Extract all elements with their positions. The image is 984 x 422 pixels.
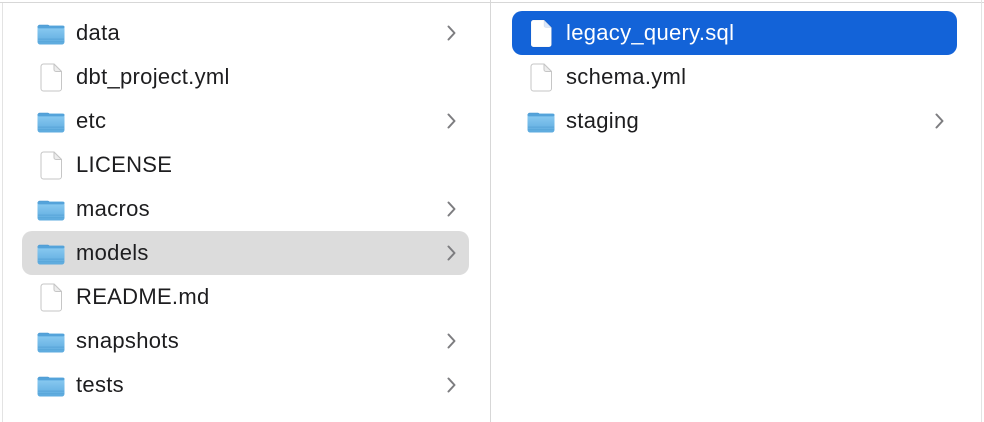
chevron-right-icon — [446, 24, 457, 42]
folder-icon — [36, 105, 66, 137]
document-icon — [36, 149, 66, 181]
folder-row-etc[interactable]: etc — [22, 99, 469, 143]
item-label: models — [76, 240, 149, 265]
chevron-right-icon — [446, 332, 457, 350]
document-icon — [36, 61, 66, 93]
item-label: data — [76, 20, 121, 45]
chevron-right-icon — [446, 244, 457, 262]
file-row-legacy-query-sql[interactable]: legacy_query.sql — [512, 11, 957, 55]
toolbar-divider — [0, 2, 984, 3]
document-icon — [526, 17, 556, 49]
item-label: staging — [566, 108, 640, 133]
chevron-right-icon — [934, 112, 945, 130]
item-label: macros — [76, 196, 150, 221]
chevron-right-icon — [446, 112, 457, 130]
folder-row-models[interactable]: models — [22, 231, 469, 275]
column-divider[interactable] — [490, 0, 491, 422]
item-label: dbt_project.yml — [76, 64, 230, 89]
file-row-license[interactable]: LICENSE — [22, 143, 469, 187]
folder-row-tests[interactable]: tests — [22, 363, 469, 407]
document-icon — [36, 281, 66, 313]
item-label: README.md — [76, 284, 210, 309]
item-label: snapshots — [76, 328, 179, 353]
item-label: tests — [76, 372, 124, 397]
chevron-right-icon — [446, 200, 457, 218]
chevron-right-icon — [446, 376, 457, 394]
file-row-schema-yml[interactable]: schema.yml — [512, 55, 957, 99]
folder-icon — [36, 193, 66, 225]
right-column-border[interactable] — [981, 0, 982, 422]
folder-icon — [36, 325, 66, 357]
folder-icon — [36, 369, 66, 401]
folder-icon — [526, 105, 556, 137]
folder-row-data[interactable]: data — [22, 11, 469, 55]
file-row-readme-md[interactable]: README.md — [22, 275, 469, 319]
folder-row-staging[interactable]: staging — [512, 99, 957, 143]
file-row-dbt-project-yml[interactable]: dbt_project.yml — [22, 55, 469, 99]
folder-row-macros[interactable]: macros — [22, 187, 469, 231]
column-right: legacy_query.sql schema.yml staging — [491, 3, 981, 422]
folder-row-snapshots[interactable]: snapshots — [22, 319, 469, 363]
item-label: LICENSE — [76, 152, 173, 177]
item-label: schema.yml — [566, 64, 687, 89]
left-column-border — [2, 3, 3, 422]
column-right-rows: legacy_query.sql schema.yml staging — [512, 11, 957, 143]
item-label: etc — [76, 108, 107, 133]
folder-icon — [36, 17, 66, 49]
folder-icon — [36, 237, 66, 269]
item-label: legacy_query.sql — [566, 20, 735, 45]
document-icon — [526, 61, 556, 93]
